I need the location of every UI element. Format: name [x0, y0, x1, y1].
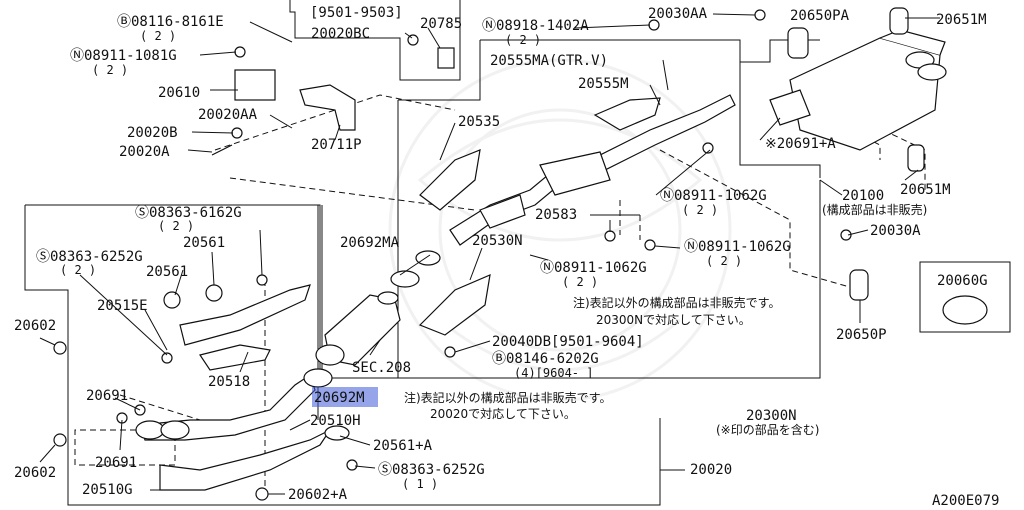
label-20650p[interactable]: 20650P [836, 327, 887, 343]
front-pipe[interactable] [135, 284, 332, 491]
qty-s-08363-6252g: ( 2 ) [60, 263, 96, 277]
dashed-leaders [74, 94, 926, 500]
note2-line1: 注)表記以外の構成部品は非販売です。 [404, 390, 611, 405]
label-s-08363-6252g[interactable]: Ⓢ08363-6252G [36, 249, 143, 265]
label-20561a[interactable]: 20561+A [373, 438, 433, 454]
label-20561-a[interactable]: 20561 [183, 235, 225, 251]
label-20602-bot[interactable]: 20602 [14, 465, 56, 481]
label-b-08146-6202g[interactable]: Ⓑ08146-6202G [492, 351, 599, 367]
label-n-08911-1062g-b[interactable]: Ⓝ08911-1062G [540, 260, 647, 276]
label-n-08911-1062g-c[interactable]: Ⓝ08911-1062G [684, 239, 791, 255]
note1-line2: 20300Nで対応して下さい。 [596, 313, 751, 327]
qty-n-08911-1062g-a: ( 2 ) [682, 203, 718, 217]
qty-n-08911-1081g: ( 2 ) [92, 63, 128, 77]
part-labels: Ⓑ08116-8161E ( 2 ) [9501-9503] 20785 Ⓝ08… [14, 5, 999, 509]
note2-line2: 20020で対応して下さい。 [430, 407, 576, 421]
label-20691-bot[interactable]: 20691 [95, 455, 137, 471]
label-20510h[interactable]: 20510H [310, 413, 361, 429]
label-n-08918-1402a[interactable]: Ⓝ08918-1402A [482, 18, 589, 34]
label-b-08116-8161e[interactable]: Ⓑ08116-8161E [117, 14, 224, 30]
label-20561-b[interactable]: 20561 [146, 264, 188, 280]
note1-line1: 注)表記以外の構成部品は非販売です。 [573, 295, 780, 310]
label-n-08911-1062g-a[interactable]: Ⓝ08911-1062G [660, 188, 767, 204]
label-20692ma[interactable]: 20692MA [340, 235, 400, 251]
label-20692m[interactable]: 20692M [314, 390, 365, 406]
label-20100[interactable]: 20100 [842, 188, 884, 204]
label-sec-208[interactable]: SEC.208 [352, 360, 411, 376]
label-20040db[interactable]: 20040DB[9501-9604] [492, 334, 644, 350]
label-20650pa[interactable]: 20650PA [790, 8, 850, 24]
qty-n-08911-1062g-c: ( 2 ) [706, 254, 742, 268]
qty-b-08146: (4)[9604- ] [514, 366, 593, 380]
note-20300n: (※印の部品を含む) [716, 422, 819, 437]
inset-box [919, 261, 1011, 333]
qty-s-08363-6252g-b: ( 1 ) [402, 477, 438, 491]
heat-shields[interactable] [418, 97, 661, 336]
qty-n-08918: ( 2 ) [505, 33, 541, 47]
label-20510g[interactable]: 20510G [82, 482, 133, 498]
label-20535[interactable]: 20535 [458, 114, 500, 130]
label-20583[interactable]: 20583 [535, 207, 577, 223]
label-s-08363-6162g[interactable]: Ⓢ08363-6162G [135, 205, 242, 221]
label-s-08363-6252g-b[interactable]: Ⓢ08363-6252G [378, 462, 485, 478]
label-20610[interactable]: 20610 [158, 85, 200, 101]
label-20020aa[interactable]: 20020AA [198, 107, 258, 123]
label-20530n[interactable]: 20530N [472, 233, 523, 249]
diagram-code: A200E079 [932, 493, 999, 509]
qty-b-08116: ( 2 ) [140, 29, 176, 43]
label-20651m-mid[interactable]: 20651M [900, 182, 951, 198]
main-muffler[interactable] [769, 29, 947, 151]
label-bracket-9501-9503: [9501-9503] [310, 5, 403, 21]
label-20518[interactable]: 20518 [208, 374, 250, 390]
highlight-20692m [312, 387, 378, 407]
note-20100: (構成部品は非販売) [822, 202, 927, 217]
label-20691a[interactable]: ※20691+A [765, 136, 836, 152]
qty-n-08911-1062g-b: ( 2 ) [562, 275, 598, 289]
label-20030aa[interactable]: 20030AA [648, 6, 708, 22]
label-n-08911-1081g[interactable]: Ⓝ08911-1081G [70, 48, 177, 64]
center-pipe[interactable] [415, 94, 736, 266]
label-20602a[interactable]: 20602+A [288, 487, 348, 503]
catalytic-converter[interactable] [315, 291, 401, 366]
frame-lines [24, 0, 1011, 506]
label-20555m[interactable]: 20555M [578, 76, 629, 92]
label-20691-top[interactable]: 20691 [86, 388, 128, 404]
label-20300n[interactable]: 20300N [746, 408, 797, 424]
label-20785[interactable]: 20785 [420, 16, 462, 32]
label-20030a[interactable]: 20030A [870, 223, 921, 239]
label-20602-top[interactable]: 20602 [14, 318, 56, 334]
label-20020b[interactable]: 20020B [127, 125, 178, 141]
label-20020bc[interactable]: 20020BC [311, 26, 370, 42]
label-20020a[interactable]: 20020A [119, 144, 170, 160]
qty-s-08363-6162g: ( 2 ) [158, 219, 194, 233]
label-20020[interactable]: 20020 [690, 462, 732, 478]
watermark-emblem [388, 58, 732, 402]
label-20711p[interactable]: 20711P [311, 137, 362, 153]
label-inset-part[interactable]: 20060G [937, 273, 988, 289]
label-20555ma[interactable]: 20555MA(GTR.V) [490, 53, 608, 69]
label-20651m-top[interactable]: 20651M [936, 12, 987, 28]
small-hardware [53, 7, 988, 501]
label-20515e[interactable]: 20515E [97, 298, 148, 314]
leader-lines [39, 13, 940, 495]
